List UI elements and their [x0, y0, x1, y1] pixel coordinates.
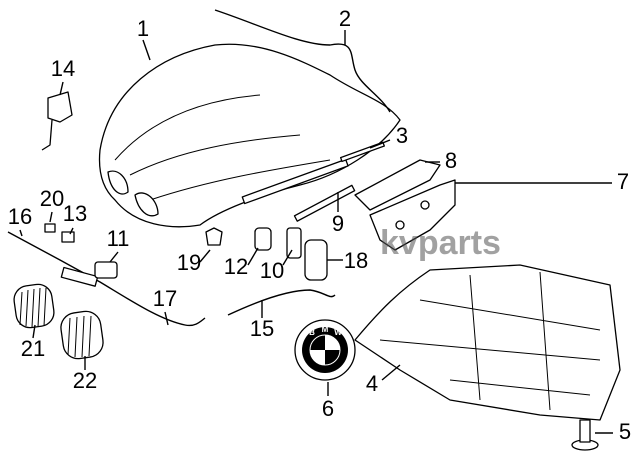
callout-4: 4 [366, 371, 378, 396]
emblem-letter-w: W [334, 328, 342, 337]
callout-20: 20 [40, 186, 64, 211]
callout-19: 19 [177, 250, 201, 275]
splash-shield-part [354, 264, 621, 421]
bumper-part [205, 227, 223, 246]
emblem-letter-b: B [309, 328, 315, 337]
cable-bracket-part [60, 266, 99, 287]
switch-part [286, 227, 302, 259]
callout-9: 9 [332, 211, 344, 236]
hood-part [98, 43, 401, 228]
hood-seal-part [214, 9, 391, 113]
grille-part [304, 239, 328, 281]
support-rod-part [293, 184, 356, 222]
callout-3: 3 [396, 123, 408, 148]
emblem-letter-m: M [322, 325, 329, 334]
clip-part [61, 231, 75, 243]
release-cable-part [7, 231, 206, 327]
lock-part [94, 261, 118, 279]
callout-21: 21 [21, 336, 45, 361]
callout-8: 8 [445, 148, 457, 173]
callout-22: 22 [73, 368, 97, 393]
callout-13: 13 [63, 201, 87, 226]
leader-lines [19, 30, 613, 434]
kidney-grille-part [13, 283, 104, 360]
bmw-emblem-part: B M W [294, 319, 356, 381]
callout-14: 14 [51, 56, 75, 81]
callout-2: 2 [339, 6, 351, 31]
watermark: kvparts [380, 224, 501, 262]
callout-18: 18 [344, 248, 368, 273]
callout-5: 5 [619, 419, 631, 444]
striker-part [254, 227, 272, 251]
push-clip-part [571, 419, 599, 451]
clip-part [44, 223, 56, 233]
support-part [41, 91, 73, 151]
callout-10: 10 [260, 258, 284, 283]
hinge-part [354, 159, 456, 251]
release-cable-part [227, 289, 336, 316]
callout-11: 11 [107, 226, 130, 251]
callout-16: 16 [8, 204, 32, 229]
callout-17: 17 [153, 286, 177, 311]
callout-15: 15 [250, 316, 274, 341]
callout-1: 1 [137, 16, 149, 41]
callout-6: 6 [322, 396, 334, 421]
callout-7: 7 [617, 169, 629, 194]
callout-12: 12 [224, 254, 248, 279]
